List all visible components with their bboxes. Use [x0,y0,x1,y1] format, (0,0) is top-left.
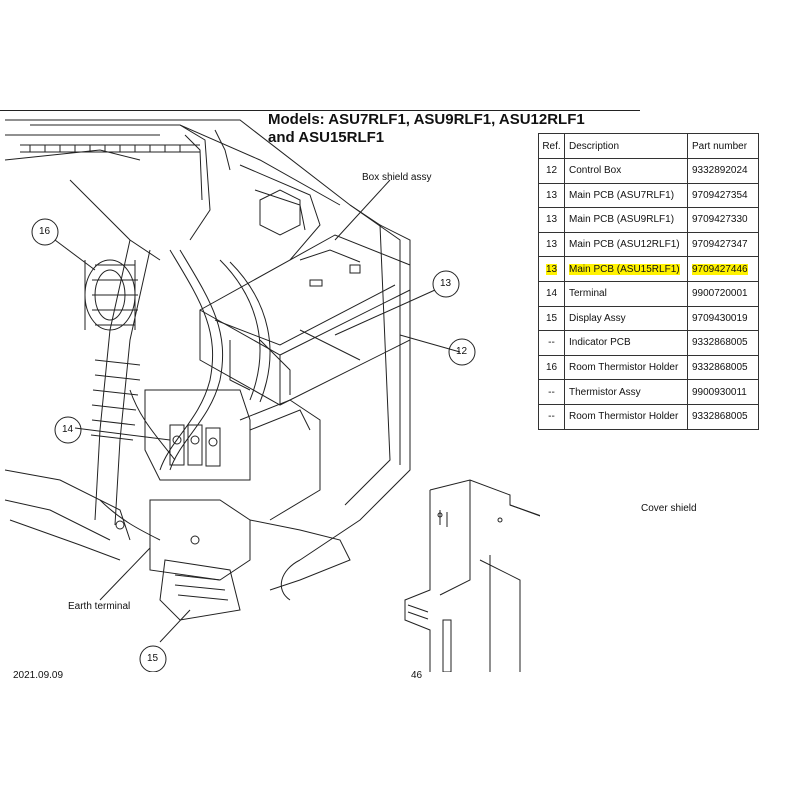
table-row: -- Room Thermistor Holder 9332868005 [538,403,759,430]
cover-shield-label: Cover shield [641,503,697,514]
row-ref: 13 [538,256,565,282]
row-part-number: 9709430019 [687,305,759,332]
table-row: 13 Main PCB (ASU12RLF1) 9709427347 [538,231,759,258]
row-part-number: 9332868005 [687,403,759,430]
row-description: Main PCB (ASU9RLF1) [564,207,688,233]
row-ref: 13 [538,207,565,233]
left-frame [4,179,161,561]
top-rail [20,144,200,153]
row-description: Room Thermistor Holder [564,354,688,381]
leader-lines [54,179,461,643]
row-ref: 13 [538,182,565,209]
chassis-frame [4,119,411,561]
row-part-number: 9709427354 [687,182,759,209]
row-ref: -- [538,379,565,405]
callout-16: 16 [39,226,51,237]
exploded-diagram [4,119,540,672]
row-description: Room Thermistor Holder [564,403,688,430]
row-ref: -- [538,403,565,430]
header-ref: Ref. [538,133,565,159]
terminal-block [144,389,321,521]
fan-motor-cylinder [84,259,138,331]
footer-page-number: 46 [411,670,423,681]
table-row: 13 Main PCB (ASU9RLF1) 9709427330 [538,207,759,233]
table-row: 14 Terminal 9900720001 [538,280,759,307]
table-row: -- Indicator PCB 9332868005 [538,330,759,356]
row-ref: 12 [538,158,565,184]
row-ref: 14 [538,280,565,307]
highlight-mark: 13 [545,263,558,275]
row-description: Thermistor Assy [564,379,688,405]
row-part-number: 9709427446 [687,256,759,282]
row-part-number: 9332892024 [687,158,759,184]
table-row: 16 Room Thermistor Holder 9332868005 [538,354,759,381]
row-ref: 13 [538,231,565,258]
callout-14: 14 [62,424,74,435]
title-line-2: and ASU15RLF1 [268,129,385,146]
row-part-number: 9709427330 [687,207,759,233]
table-row: 15 Display Assy 9709430019 [538,305,759,332]
footer-date: 2021.09.09 [13,670,64,681]
row-ref: 16 [538,354,565,381]
title-line-1: Models: ASU7RLF1, ASU9RLF1, ASU12RLF1 [268,111,585,128]
display-assembly [99,499,351,621]
row-description: Indicator PCB [564,330,688,356]
table-header-row: Ref. Description Part number [538,133,759,159]
cover-shield [404,479,540,672]
callout-circles [31,218,476,672]
table-row: -- Thermistor Assy 9900930011 [538,379,759,405]
table-row: 12 Control Box 9332892024 [538,158,759,184]
row-ref: 15 [538,305,565,332]
row-ref: -- [538,330,565,356]
parts-table: Ref. Description Part number 12 Control … [538,133,759,430]
row-part-number: 9709427347 [687,231,759,258]
highlight-mark: Main PCB (ASU15RLF1) [569,263,680,275]
row-description: Terminal [564,280,688,307]
box-shield-assy [199,234,411,406]
row-part-number: 9900720001 [687,280,759,307]
page-title: Models: ASU7RLF1, ASU9RLF1, ASU12RLF1 an… [268,111,585,147]
earth-terminal-label: Earth terminal [68,601,131,612]
callout-12: 12 [456,346,468,357]
table-row-highlighted: 13 Main PCB (ASU15RLF1) 9709427446 [538,256,759,282]
row-description: Main PCB (ASU15RLF1) [564,256,688,282]
row-part-number: 9332868005 [687,330,759,356]
row-part-number: 9900930011 [687,379,759,405]
table-row: 13 Main PCB (ASU7RLF1) 9709427354 [538,182,759,209]
header-part-number: Part number [687,133,759,159]
highlight-mark: 9709427446 [692,263,748,275]
callout-13: 13 [440,278,452,289]
box-shield-label: Box shield assy [362,172,432,183]
header-description: Description [564,133,688,159]
row-part-number: 9332868005 [687,354,759,381]
header-rule [0,110,640,111]
row-description: Main PCB (ASU12RLF1) [564,231,688,258]
callout-15: 15 [147,653,159,664]
row-description: Display Assy [564,305,688,332]
row-description: Main PCB (ASU7RLF1) [564,182,688,209]
row-description: Control Box [564,158,688,184]
